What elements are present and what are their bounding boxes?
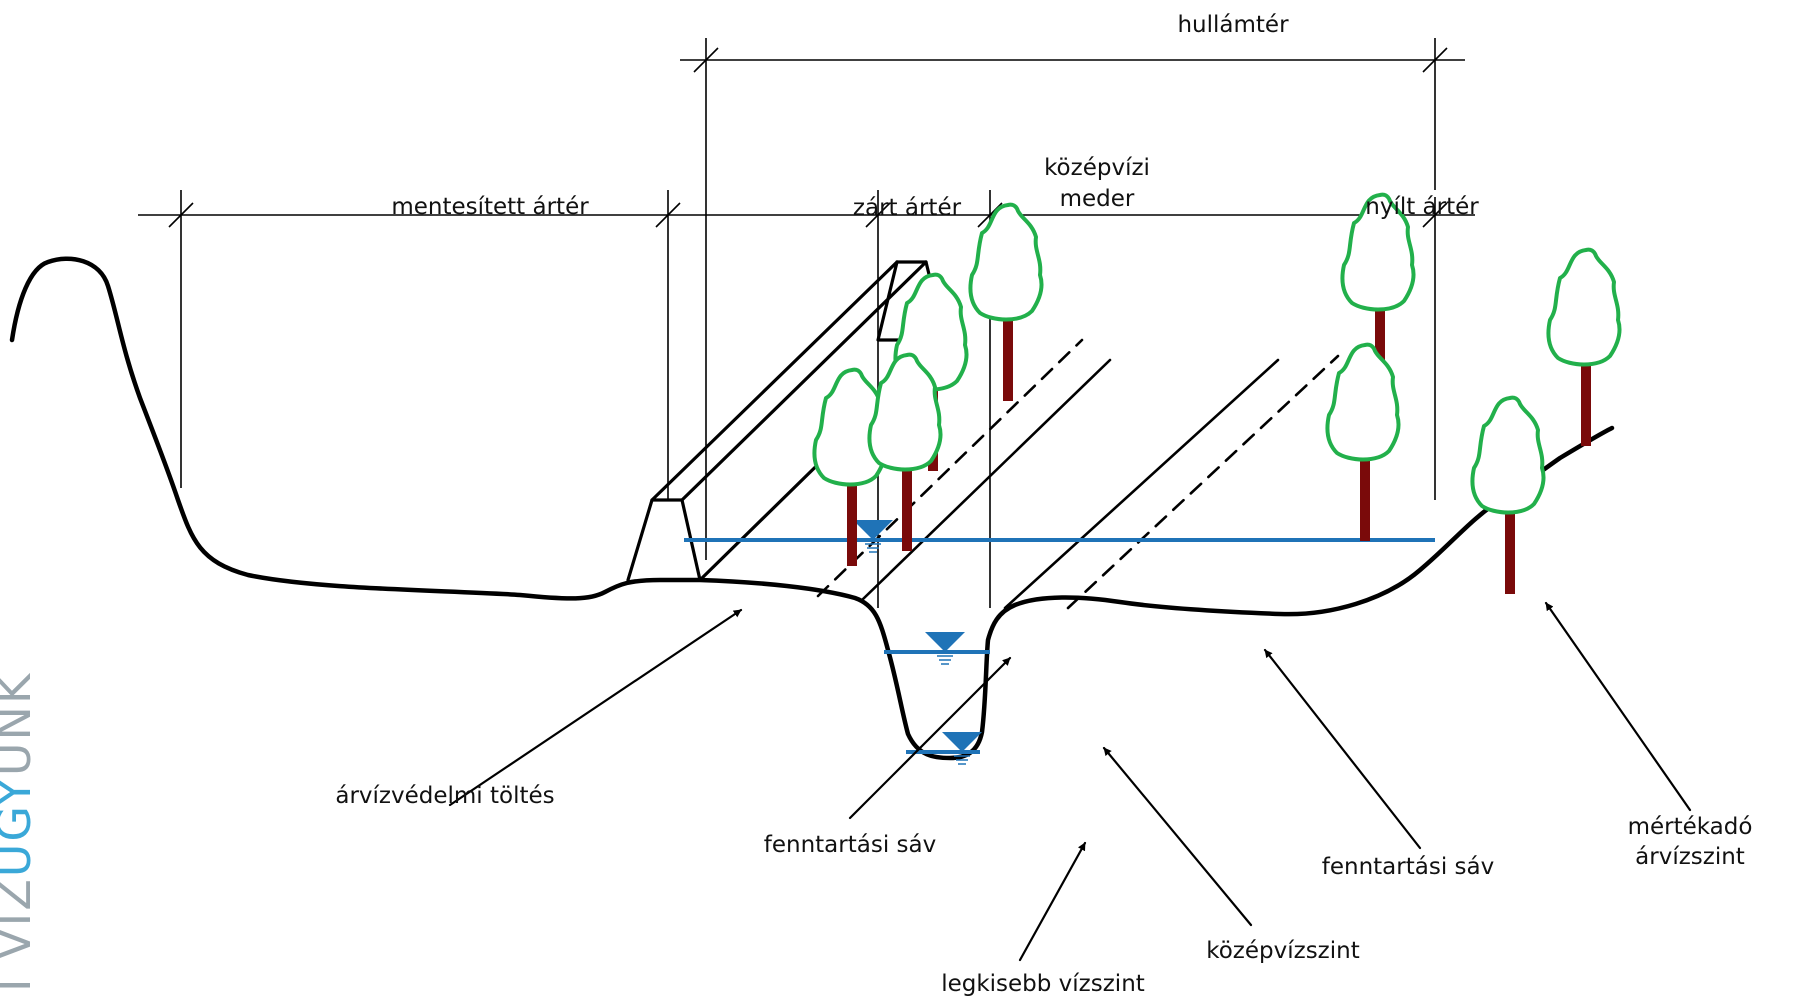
- dimension-lines: [138, 38, 1475, 608]
- fenntartasi-sav-left-dashed: [816, 338, 1084, 598]
- water-level-symbol: [925, 632, 965, 665]
- dimension-tick: [1422, 47, 1448, 73]
- trees: [812, 192, 1622, 594]
- tree: [1325, 342, 1401, 541]
- tree: [1340, 192, 1416, 391]
- arrow-fenntartasi-sav-left: [848, 656, 1012, 820]
- label-mertekado-arvizszint-line2: árvízszint: [1635, 844, 1745, 870]
- label-kozepvizszint: középvízszint: [1206, 938, 1360, 964]
- maintenance-strips: [816, 338, 1340, 610]
- label-fenntartasi-sav-right: fenntartási sáv: [1322, 854, 1494, 880]
- label-mentesitett-arter: mentesített ártér: [391, 194, 589, 220]
- arrow-kozepvizszint: [1102, 746, 1253, 927]
- arrow-arvizvedelmi-toltes: [448, 608, 743, 807]
- terrain-profile: [9, 256, 1615, 761]
- label-nyilt-arter: nyílt ártér: [1365, 194, 1479, 220]
- label-mertekado-arvizszint-line1: mértékadó: [1628, 814, 1753, 840]
- water-level-symbol: [853, 520, 893, 553]
- arrow-mertekado-arvizszint: [1544, 601, 1692, 812]
- label-fenntartasi-sav-left: fenntartási sáv: [764, 832, 936, 858]
- dimension-tick: [1422, 202, 1448, 228]
- tree: [968, 202, 1044, 401]
- labels: hullámtér mentesített ártér zárt ártér k…: [335, 12, 1752, 997]
- arrow-fenntartasi-sav-right: [1263, 648, 1422, 850]
- leader-arrows: [448, 601, 1692, 962]
- label-arvizvedelmi-toltes: árvízvédelmi töltés: [335, 783, 554, 809]
- water-levels: [684, 520, 1435, 765]
- label-legkisebb-vizszint: legkisebb vízszint: [941, 971, 1145, 997]
- fenntartasi-sav-right-solid: [1003, 358, 1280, 610]
- label-kozepvizi-meder-line2: meder: [1060, 186, 1135, 212]
- dimension-tick: [865, 202, 891, 228]
- tree: [812, 367, 888, 566]
- label-hullamter: hullámtér: [1177, 12, 1289, 38]
- arrow-legkisebb-vizszint: [1018, 841, 1087, 962]
- label-zart-arter: zárt ártér: [853, 195, 962, 221]
- water-level-symbol: [942, 732, 982, 765]
- label-kozepvizi-meder-line1: középvízi: [1044, 155, 1150, 181]
- tree: [867, 352, 943, 551]
- tree: [1470, 395, 1546, 594]
- tree: [1546, 247, 1622, 446]
- dimension-tick: [168, 202, 194, 228]
- dimension-tick: [693, 47, 719, 73]
- fenntartasi-sav-right-dashed: [1066, 354, 1340, 610]
- dimension-tick: [655, 202, 681, 228]
- watermark-logo: I VÍZÜGYÜNK: [0, 672, 41, 992]
- fenntartasi-sav-left-solid: [860, 358, 1112, 602]
